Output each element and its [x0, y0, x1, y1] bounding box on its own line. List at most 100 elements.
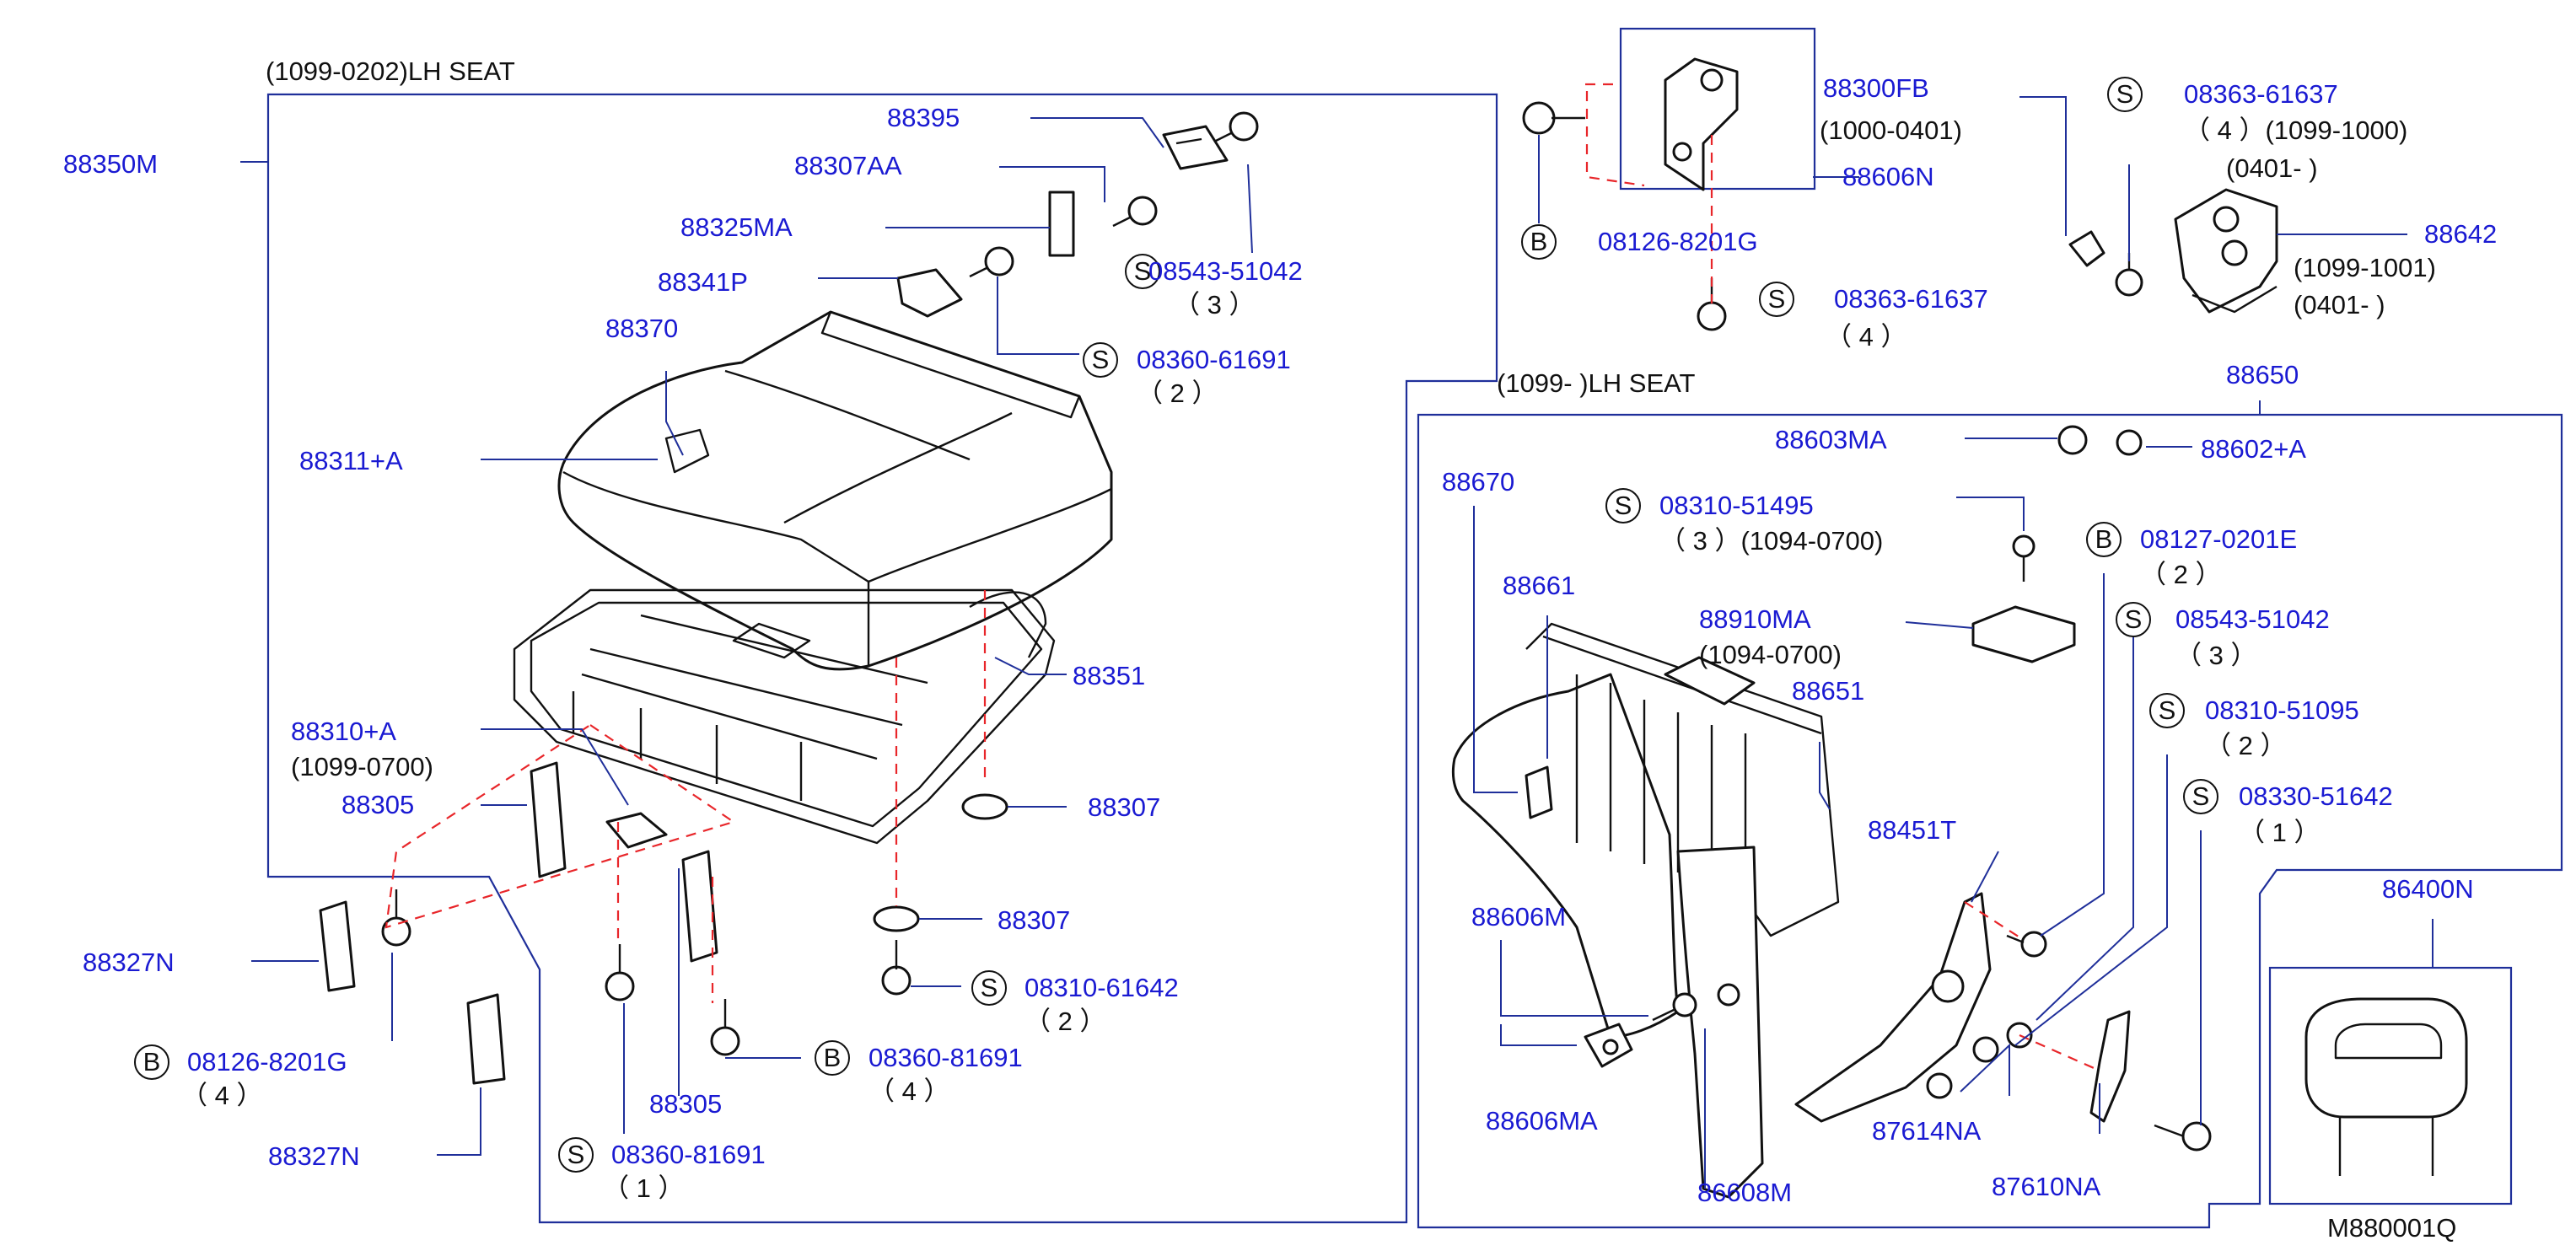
f3-mark: S	[981, 973, 998, 1002]
fastener-markers: S S S B B S B S S S B S S S	[134, 77, 2218, 1173]
f11-qty: （ 2 ）	[2140, 560, 2221, 589]
f12-qty: （ 3 ）	[2175, 641, 2256, 670]
seat-title-new: (1099- )LH SEAT	[1497, 368, 1696, 398]
label-88451T: 88451T	[1868, 815, 1956, 845]
label-88370: 88370	[605, 314, 678, 343]
note-88642-a: (1099-1001)	[2294, 253, 2436, 282]
f8-mark: S	[1768, 284, 1786, 314]
label-88305-left: 88305	[341, 790, 414, 819]
label-88300FB: 88300FB	[1823, 73, 1929, 103]
label-88642: 88642	[2424, 219, 2497, 249]
f8-number: 08363-61637	[1834, 284, 1988, 314]
hinge-parts	[1522, 57, 1739, 331]
f1-mark: S	[1134, 256, 1152, 286]
label-87614NA: 87614NA	[1872, 1116, 1982, 1146]
label-88603MA: 88603MA	[1775, 425, 1887, 454]
f10-qty: （ 3 ）(1094-0700)	[1659, 526, 1883, 556]
label-86400N: 86400N	[2382, 874, 2474, 904]
label-88307-upper: 88307	[1088, 792, 1160, 822]
label-88670: 88670	[1442, 467, 1514, 497]
label-88350M: 88350M	[63, 149, 158, 179]
f14-qty: （ 1 ）	[2239, 818, 2320, 847]
label-88341P: 88341P	[658, 267, 748, 297]
label-88606N: 88606N	[1842, 162, 1934, 191]
f2-mark: S	[1092, 345, 1110, 374]
f4-qty: （ 4 ）	[869, 1077, 949, 1106]
seat-cushion	[557, 310, 1113, 671]
label-88606M: 88606M	[1471, 902, 1566, 932]
f5-qty: （ 4 ）	[181, 1081, 262, 1110]
f13-number: 08310-51095	[2205, 695, 2359, 725]
old-seat-frame	[266, 93, 1498, 1224]
diagram-code: M880001Q	[2327, 1213, 2456, 1243]
f10-number: 08310-51495	[1659, 491, 1814, 520]
f9-qty: （ 4 ）(1099-1000)	[2184, 115, 2407, 145]
f11-number: 08127-0201E	[2140, 524, 2297, 554]
f7-number: 08126-8201G	[1598, 227, 1758, 256]
f2-qty: （ 2 ）	[1137, 379, 1218, 408]
leader-lines	[240, 96, 2433, 1189]
label-88311A: 88311+A	[299, 446, 403, 475]
seat-back	[1451, 622, 1840, 1199]
f13-qty: （ 2 ）	[2205, 731, 2286, 760]
label-88395: 88395	[887, 103, 960, 132]
right-top-small-parts	[1971, 425, 2143, 663]
headrest-box	[2268, 966, 2513, 1205]
label-88602A: 88602+A	[2201, 434, 2306, 464]
f5-mark: B	[143, 1047, 161, 1077]
alignment-lines	[385, 83, 2100, 1072]
seat-frame	[513, 588, 1056, 845]
note-88910MA: (1094-0700)	[1699, 640, 1842, 669]
note-88310A: (1099-0700)	[291, 752, 433, 781]
note-88300FB: (1000-0401)	[1820, 115, 1962, 145]
f14-number: 08330-51642	[2239, 781, 2393, 811]
note-88642-b: (0401- )	[2294, 290, 2385, 319]
label-88661: 88661	[1503, 571, 1575, 600]
f4-mark: B	[824, 1043, 842, 1072]
headrest	[2304, 997, 2468, 1176]
label-88305-bottom: 88305	[649, 1089, 722, 1119]
left-small-parts	[319, 125, 1229, 1085]
f4-number: 08360-81691	[869, 1043, 1023, 1072]
label-88351: 88351	[1073, 661, 1145, 690]
label-88307-lower: 88307	[998, 905, 1070, 935]
f14-mark: S	[2192, 781, 2210, 811]
hinge-box	[1619, 27, 1816, 191]
f1-number: 08543-51042	[1148, 256, 1303, 286]
hinge-88642	[2068, 188, 2278, 314]
label-88651: 88651	[1792, 676, 1864, 706]
f2-number: 08360-61691	[1137, 345, 1291, 374]
label-88327N-lower: 88327N	[268, 1141, 360, 1171]
f3-number: 08310-61642	[1024, 973, 1179, 1002]
left-bolts	[381, 111, 1259, 1056]
label-88650: 88650	[2226, 360, 2299, 389]
f13-mark: S	[2159, 695, 2176, 725]
f7-mark: B	[1530, 227, 1548, 256]
label-88327N-upper: 88327N	[83, 948, 175, 977]
label-87610NA: 87610NA	[1992, 1172, 2101, 1201]
f6-qty: （ 1 ）	[603, 1173, 684, 1203]
f12-mark: S	[2125, 604, 2143, 634]
recliner-parts	[1584, 892, 2212, 1152]
f9-mark: S	[2116, 79, 2134, 109]
f6-mark: S	[567, 1140, 585, 1169]
note-88363: (0401- )	[2226, 153, 2318, 183]
f9-number: 08363-61637	[2184, 79, 2338, 109]
label-88307AA: 88307AA	[794, 151, 902, 180]
labels: (1099-0202)LH SEAT (1099- )LH SEAT 88350…	[63, 56, 2497, 1243]
label-88606MA: 88606MA	[1486, 1106, 1598, 1136]
label-88325MA: 88325MA	[680, 212, 793, 242]
label-86608M: 86608M	[1697, 1178, 1792, 1207]
f6-number: 08360-81691	[611, 1140, 766, 1169]
f5-number: 08126-8201G	[187, 1047, 347, 1077]
f3-qty: （ 2 ）	[1024, 1007, 1105, 1036]
seat-title-old: (1099-0202)LH SEAT	[266, 56, 515, 86]
f10-mark: S	[1615, 491, 1632, 520]
label-88310A: 88310+A	[291, 717, 396, 746]
f12-number: 08543-51042	[2175, 604, 2330, 634]
f11-mark: B	[2095, 524, 2113, 554]
new-seat-frame	[1417, 413, 2563, 1229]
f1-qty: （ 3 ）	[1174, 290, 1255, 319]
f8-qty: （ 4 ）	[1826, 322, 1906, 352]
